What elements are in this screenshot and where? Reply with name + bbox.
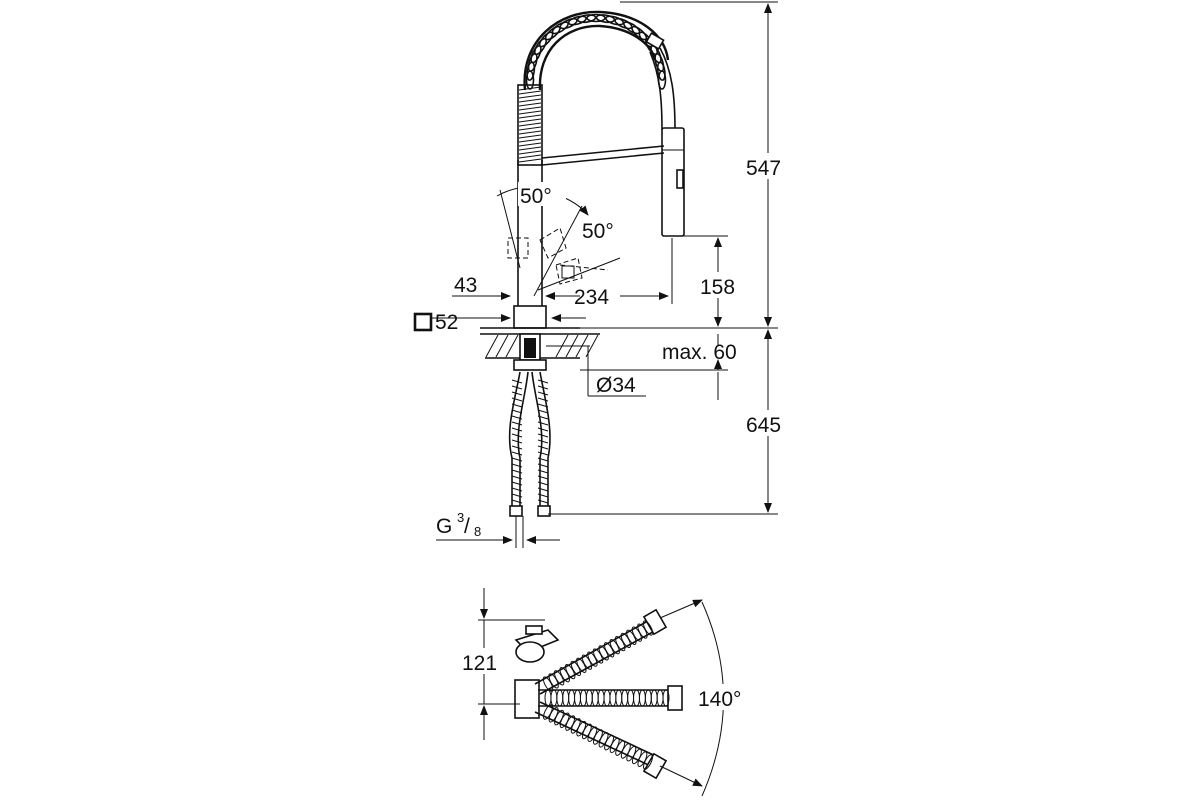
dimension-max60: max. 60 — [580, 334, 737, 400]
thread-denominator: 8 — [474, 524, 481, 539]
spray-head — [661, 127, 685, 237]
dimension-158: 158 — [670, 235, 744, 327]
dimension-645: 645 — [548, 329, 794, 515]
dimension-140: 140° — [659, 599, 752, 797]
dim-base-label: 52 — [435, 311, 458, 334]
dim-158-label: 158 — [700, 276, 735, 299]
dimension-diameter: Ø34 — [546, 345, 646, 397]
supply-hoses — [508, 371, 551, 548]
dimension-547: 547 — [580, 1, 794, 329]
mounting-base — [480, 305, 600, 371]
dimension-234: 234 — [545, 238, 673, 309]
dim-43-label: 43 — [454, 274, 477, 297]
dimension-43: 43 — [452, 270, 519, 304]
spray-hose — [649, 47, 676, 131]
spout-position-down — [534, 701, 668, 780]
dimension-121: 121 — [460, 588, 545, 740]
lever-positions — [499, 189, 621, 297]
lever-angle-labels: 50° 50° — [518, 182, 614, 243]
dim-diameter-label: Ø34 — [596, 374, 636, 397]
holder-bar — [541, 145, 665, 166]
top-view: 140° 121 — [460, 588, 752, 797]
dim-234-label: 234 — [574, 286, 609, 309]
dim-645-label: 645 — [746, 414, 781, 437]
spout-position-center — [538, 685, 683, 711]
spout-position-up — [534, 608, 668, 695]
dim-140-label: 140° — [698, 688, 741, 711]
dimension-base-square: 52 — [413, 311, 586, 334]
dim-547-label: 547 — [746, 157, 781, 180]
side-view: 547 645 158 max. 60 Ø34 — [413, 1, 794, 548]
dim-max60-label: max. 60 — [662, 341, 737, 364]
thread-slash: / — [464, 515, 470, 538]
thread-numerator: 3 — [457, 510, 464, 525]
thread-prefix: G — [436, 515, 452, 538]
dim-121-label: 121 — [462, 652, 497, 675]
angle-50-side: 50° — [582, 220, 614, 243]
spring-coil — [523, 10, 670, 91]
thread-label: G 3 / 8 — [436, 510, 560, 544]
angle-50-top: 50° — [520, 185, 552, 208]
top-view-body — [514, 625, 560, 719]
